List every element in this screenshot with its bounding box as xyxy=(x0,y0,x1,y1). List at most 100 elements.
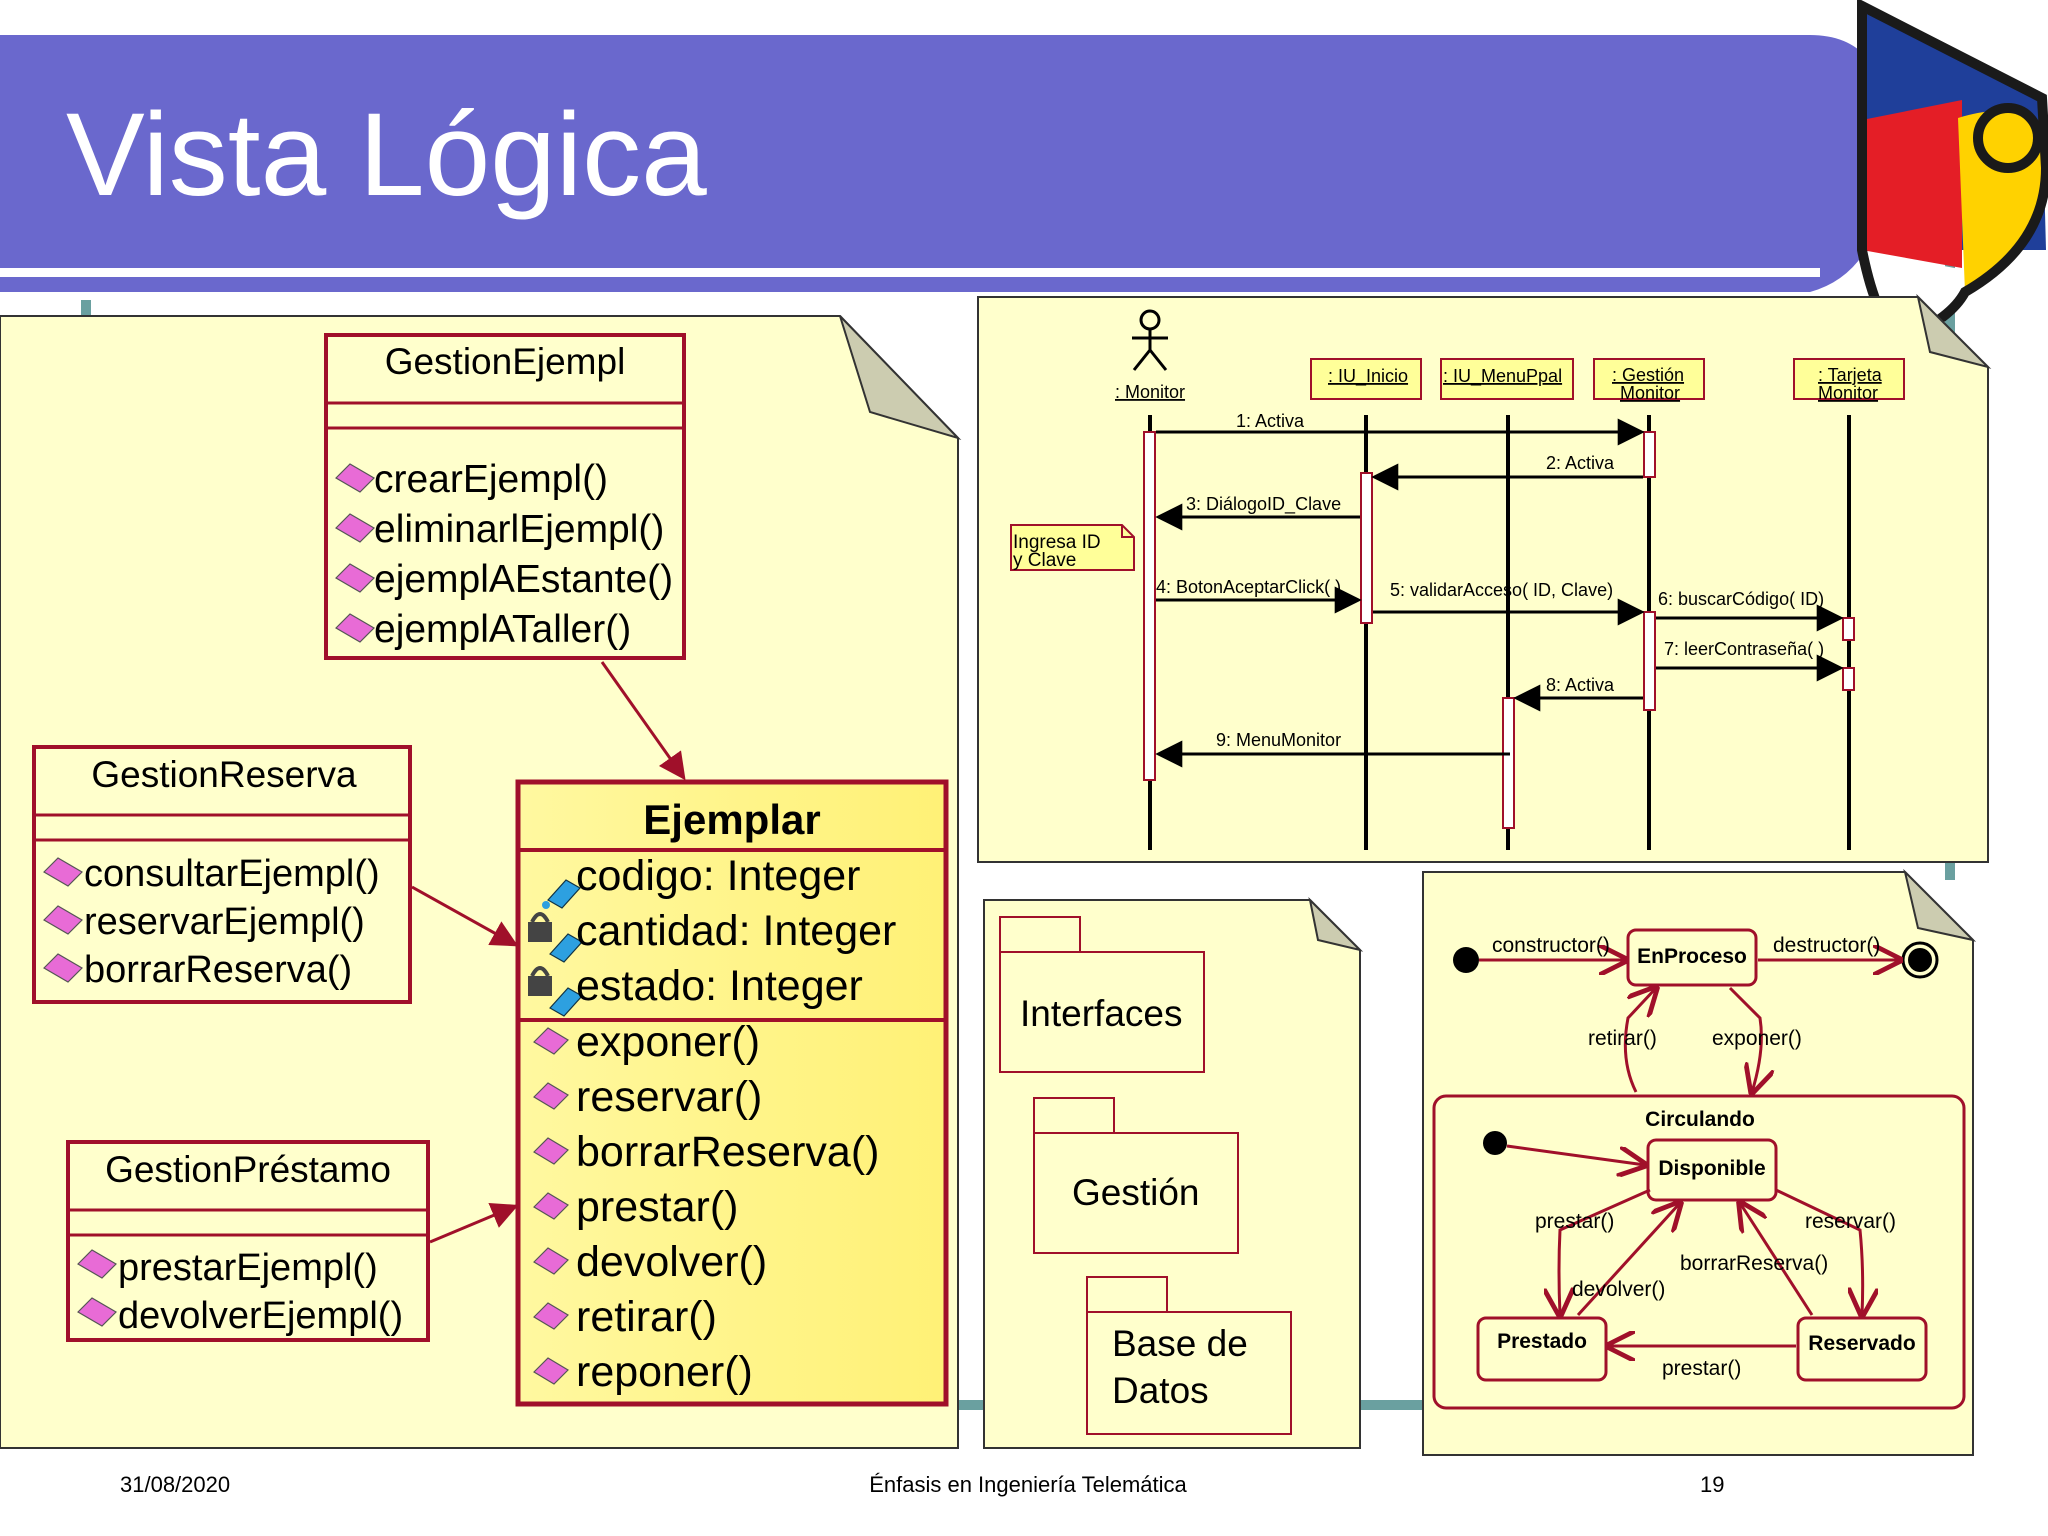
activations xyxy=(1143,431,1855,829)
operation: devolver() xyxy=(576,1238,767,1286)
message-arrows xyxy=(1155,418,1844,768)
object-label: : Gestión xyxy=(1612,365,1684,385)
package-gestion[interactable]: Gestión xyxy=(1033,1097,1239,1254)
operation: reservar() xyxy=(576,1073,762,1121)
footer-center: Énfasis en Ingeniería Telemática xyxy=(869,1472,1187,1497)
actor-icon xyxy=(1132,309,1168,371)
state-disponible[interactable]: Disponible xyxy=(1646,1138,1778,1202)
message-label: 6: buscarCódigo( ID) xyxy=(1658,589,1824,609)
footer-page-number: 19 xyxy=(1700,1472,1724,1497)
dependency-arrows xyxy=(411,661,686,1244)
state-circulando[interactable]: Circulando xyxy=(1432,1094,1966,1410)
title-banner: Vista Lógica xyxy=(0,35,1890,292)
op-icon xyxy=(533,1027,569,1385)
class-gestion-prestamo[interactable]: GestionPréstamo prestarEjempl() devolver… xyxy=(66,1140,430,1342)
lock-icon xyxy=(528,966,583,1017)
transition-label: exponer() xyxy=(1712,1027,1802,1050)
message-label: 4: BotonAceptarClick( ) xyxy=(1156,577,1341,597)
inner-initial-icon xyxy=(1483,1131,1507,1155)
operation: retirar() xyxy=(576,1293,717,1341)
state-label: Reservado xyxy=(1808,1332,1915,1355)
package-base-datos[interactable]: Base de Datos xyxy=(1086,1276,1292,1435)
transition-label: prestar() xyxy=(1535,1210,1614,1233)
operation: consultarEjempl() xyxy=(84,853,380,895)
message-label: 8: Activa xyxy=(1546,675,1615,695)
attribute: cantidad: Integer xyxy=(576,907,896,955)
note-text: Ingresa ID xyxy=(1013,532,1101,553)
object-label: : Monitor xyxy=(1115,382,1185,402)
operation: reponer() xyxy=(576,1348,753,1396)
object-label: : IU_MenuPpal xyxy=(1443,366,1562,387)
state-diagram-note: EnProceso Circulando Disponible Prestado… xyxy=(1422,868,1977,1456)
operation: prestarEjempl() xyxy=(118,1247,378,1289)
package-label: Interfaces xyxy=(1020,993,1182,1034)
class-diagram-note: GestionEjempl crearEjempl() eliminarlEje… xyxy=(0,315,962,1449)
transition-label: destructor() xyxy=(1773,934,1880,957)
package-interfaces[interactable]: Interfaces xyxy=(999,916,1205,1073)
op-icon xyxy=(43,857,83,983)
transition-arrows xyxy=(1479,960,1900,1346)
transition-label: retirar() xyxy=(1588,1027,1657,1050)
sequence-note: Ingresa ID y Clave xyxy=(1010,524,1135,571)
composite-label: Circulando xyxy=(1645,1108,1755,1131)
operation: prestar() xyxy=(576,1183,738,1231)
class-gestion-ejempl[interactable]: GestionEjempl crearEjempl() eliminarlEje… xyxy=(324,333,686,660)
attribute-icon xyxy=(542,879,581,909)
final-state-icon xyxy=(1901,941,1939,979)
attribute: codigo: Integer xyxy=(576,852,860,900)
op-icon xyxy=(77,1249,117,1327)
state-label: EnProceso xyxy=(1637,945,1747,968)
operation: ejemplAEstante() xyxy=(374,558,673,601)
lock-icon xyxy=(528,912,583,963)
package-diagram-note: Interfaces Gestión Base de Datos xyxy=(983,896,1364,1449)
transition-label: prestar() xyxy=(1662,1357,1741,1380)
operation: ejemplATaller() xyxy=(374,608,631,651)
class-name: GestionEjempl xyxy=(385,341,626,382)
message-label: 5: validarAcceso( ID, Clave) xyxy=(1390,580,1613,600)
slide-title: Vista Lógica xyxy=(66,89,707,221)
note-text: y Clave xyxy=(1013,550,1076,571)
class-ejemplar[interactable]: Ejemplar codigo: Integer cantidad: Integ… xyxy=(515,779,949,1407)
object-boxes xyxy=(1310,358,1905,400)
object-label: : Tarjeta xyxy=(1818,365,1883,385)
initial-state-icon xyxy=(1453,947,1479,973)
message-label: 7: leerContraseña( ) xyxy=(1664,639,1824,659)
package-label: Base de xyxy=(1112,1323,1248,1364)
operation: devolverEjempl() xyxy=(118,1295,403,1337)
state-enproceso[interactable]: EnProceso xyxy=(1626,928,1758,987)
class-gestion-reserva[interactable]: GestionReserva consultarEjempl() reserva… xyxy=(32,745,412,1004)
transition-label: reservar() xyxy=(1805,1210,1896,1233)
operation: crearEjempl() xyxy=(374,458,608,501)
state-label: Disponible xyxy=(1658,1157,1765,1180)
operation: borrarReserva() xyxy=(576,1128,879,1176)
message-label: 1: Activa xyxy=(1236,411,1305,431)
footer: 31/08/2020 Énfasis en Ingeniería Telemát… xyxy=(120,1472,1724,1497)
class-name: Ejemplar xyxy=(643,796,820,843)
message-label: 9: MenuMonitor xyxy=(1216,730,1341,750)
operation: exponer() xyxy=(576,1018,760,1066)
sequence-diagram-note: : Monitor : IU_Inicio : IU_MenuPpal : Ge… xyxy=(977,293,1992,863)
op-icon xyxy=(335,463,375,643)
object-label: Monitor xyxy=(1620,383,1680,403)
transition-label: borrarReserva() xyxy=(1680,1252,1828,1275)
footer-date: 31/08/2020 xyxy=(120,1472,230,1497)
state-label: Prestado xyxy=(1497,1330,1587,1353)
attribute: estado: Integer xyxy=(576,962,863,1010)
class-name: GestionPréstamo xyxy=(105,1149,391,1190)
message-label: 3: DiálogoID_Clave xyxy=(1186,494,1341,515)
class-name: GestionReserva xyxy=(91,754,357,795)
operation: eliminarlEjempl() xyxy=(374,508,664,551)
package-label: Gestión xyxy=(1072,1172,1200,1213)
object-label: Monitor xyxy=(1818,383,1878,403)
state-prestado[interactable]: Prestado xyxy=(1476,1316,1608,1382)
message-label: 2: Activa xyxy=(1546,453,1615,473)
package-label: Datos xyxy=(1112,1370,1209,1411)
logo-icon xyxy=(1857,0,2048,346)
operation: reservarEjempl() xyxy=(84,901,365,943)
transition-label: constructor() xyxy=(1492,934,1610,957)
object-label: : IU_Inicio xyxy=(1328,366,1408,387)
transition-label: devolver() xyxy=(1572,1278,1665,1301)
state-reservado[interactable]: Reservado xyxy=(1796,1316,1928,1382)
operation: borrarReserva() xyxy=(84,949,352,991)
